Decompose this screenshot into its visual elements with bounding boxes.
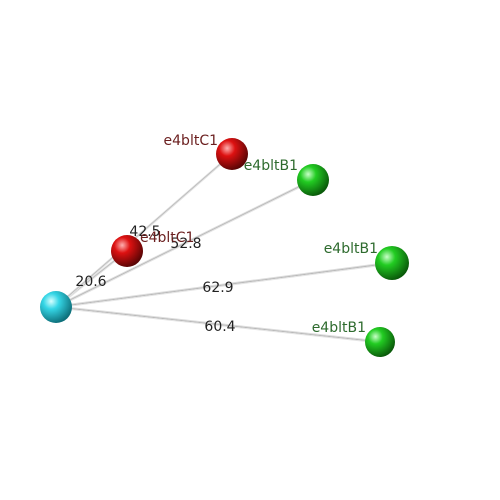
atom-sphere-b1_top[interactable] [297, 164, 329, 196]
bonds-layer [55, 152, 393, 344]
distance-labels-layer: 20.6 42.5 52.8 62.9 60.4 [75, 224, 235, 335]
distance-label: 60.4 [204, 319, 235, 335]
bond-line-a1-b1_mid [55, 263, 393, 309]
atom-label-b1_mid: e4bltB1 [324, 241, 378, 257]
distance-label: 42.5 [129, 224, 160, 240]
bond-line-a1-b1_low [55, 307, 381, 344]
bond-line-a1-b1_top [55, 179, 314, 308]
bond-line-a1-b1_mid [55, 261, 393, 307]
atom-label-b1_low: e4bltB1 [312, 320, 366, 336]
atom-sphere-a1[interactable] [40, 291, 72, 323]
atoms-layer [40, 138, 409, 357]
atom-label-c1_near: e4bltC1 [140, 230, 194, 246]
bond-line-a1-c1_far [55, 154, 233, 309]
atom-sphere-c1_far[interactable] [216, 138, 248, 170]
atom-label-c1_far: e4bltC1 [164, 133, 218, 149]
distance-label: 20.6 [75, 274, 106, 290]
atom-sphere-c1_near[interactable] [111, 235, 143, 267]
atom-sphere-b1_low[interactable] [365, 327, 395, 357]
atom-sphere-b1_mid[interactable] [375, 246, 409, 280]
distance-label: 52.8 [170, 236, 201, 252]
bond-line-a1-b1_low [55, 305, 381, 342]
bond-line-a1-c1_far [55, 152, 233, 307]
bond-line-a1-b1_mid [55, 262, 393, 308]
bond-line-a1-b1_low [55, 306, 381, 343]
bond-line-a1-b1_top [55, 178, 314, 307]
atom-labels-layer: e4bltA1e4bltC1e4bltC1e4bltB1e4bltB1e4blt… [140, 133, 378, 336]
bond-line-a1-c1_far [55, 153, 233, 308]
atom-label-b1_top: e4bltB1 [244, 158, 298, 174]
distance-label: 62.9 [202, 280, 233, 296]
bond-line-a1-b1_top [55, 180, 314, 309]
